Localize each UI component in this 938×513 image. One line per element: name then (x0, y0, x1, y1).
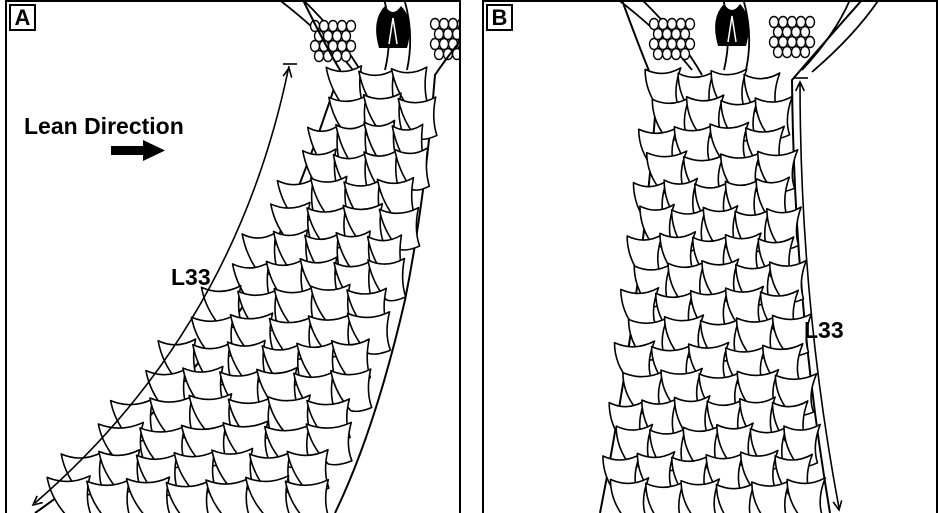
panel-badge: A (9, 4, 36, 31)
panel-frame (5, 0, 461, 513)
lean-direction-label: Lean Direction (24, 113, 184, 140)
panel-badge: B (486, 4, 513, 31)
panel-b: B L33 (482, 0, 938, 513)
panel-frame (482, 0, 938, 513)
measurement-label: L33 (804, 317, 844, 344)
measurement-label: L33 (171, 264, 211, 291)
panel-a: A Lean Direction L33 (5, 0, 461, 513)
